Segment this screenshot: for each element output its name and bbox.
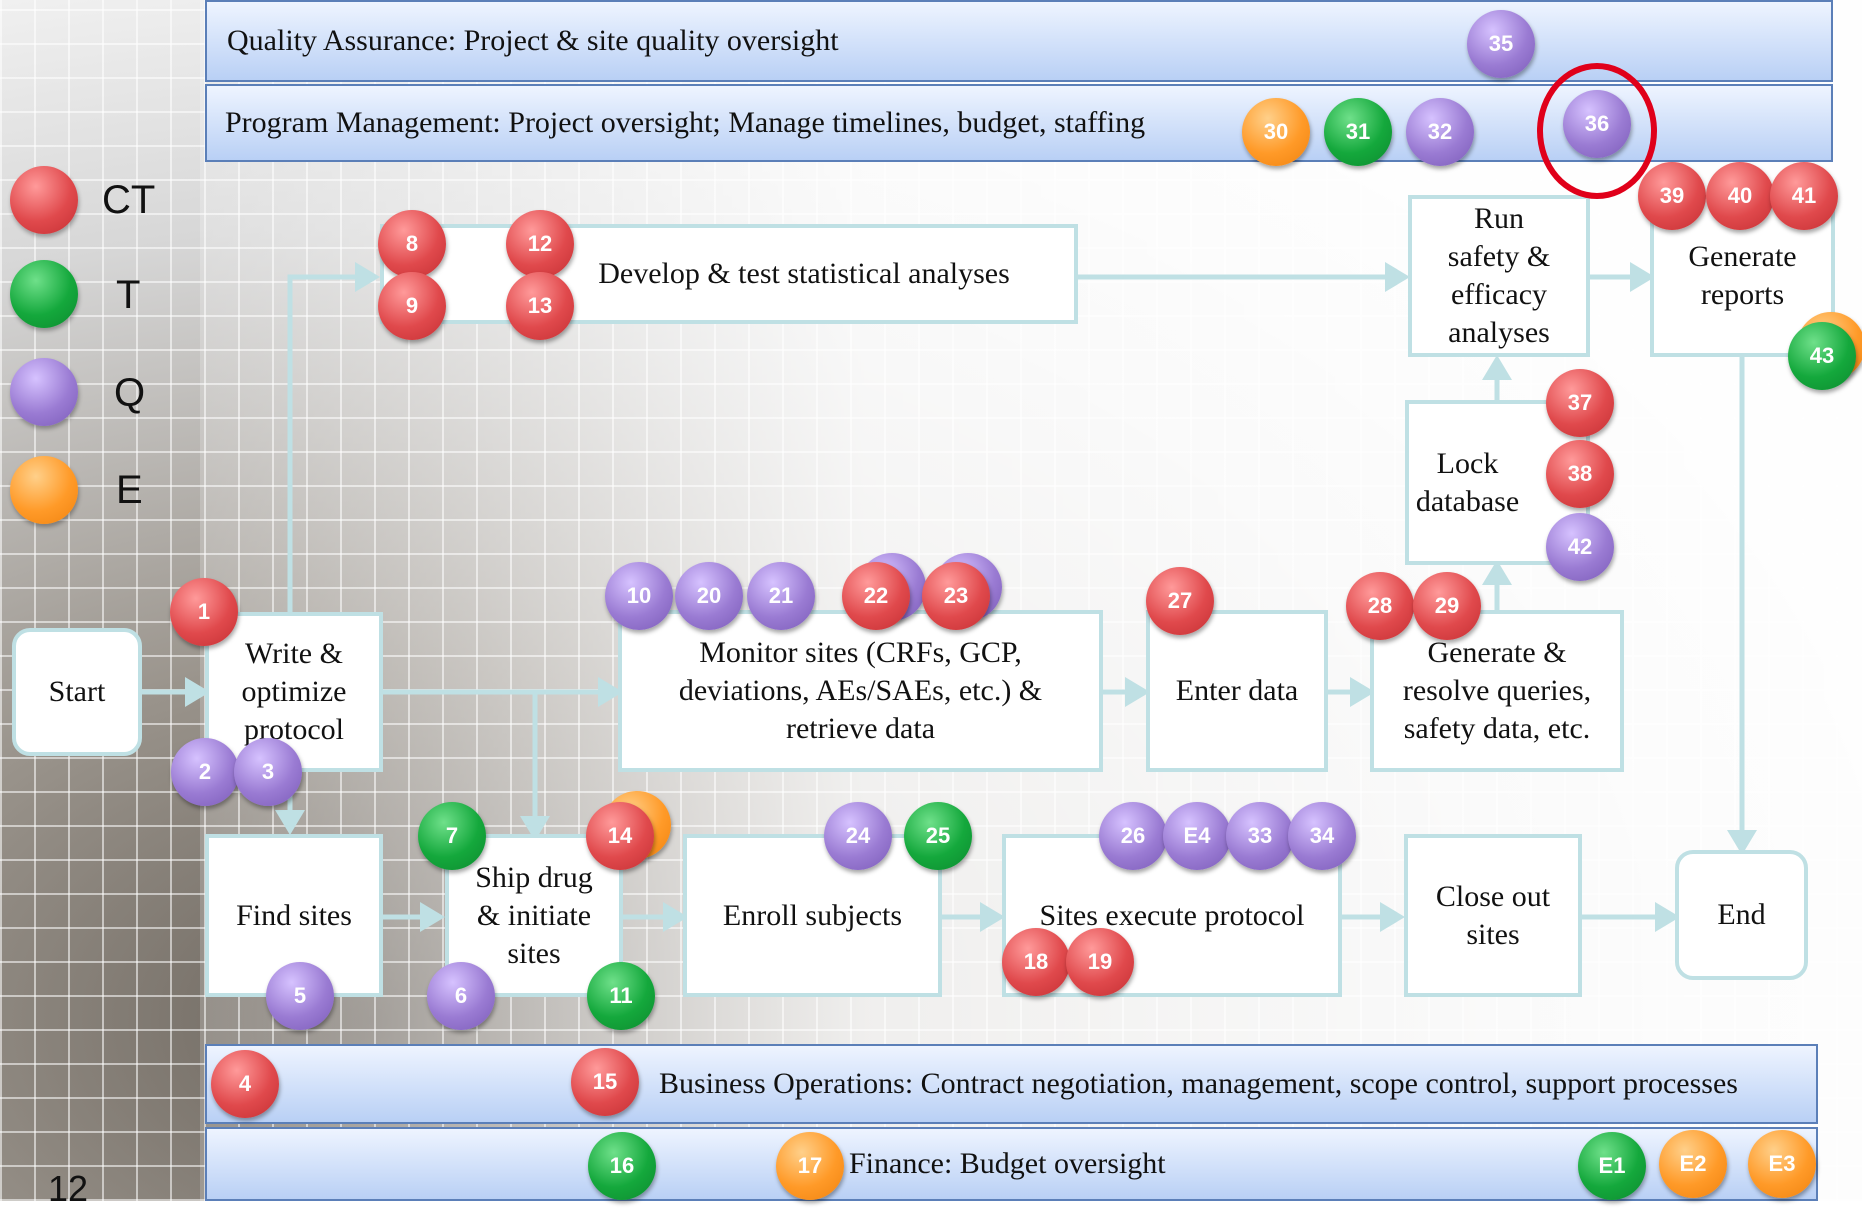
marker-31: 31 (1324, 98, 1392, 166)
marker-15: 15 (571, 1048, 639, 1116)
legend-e-swatch (10, 456, 78, 524)
marker-e1: E1 (1578, 1132, 1646, 1200)
monitor-sites-box: Monitor sites (CRFs, GCP, deviations, AE… (618, 610, 1103, 772)
marker-43: 43 (1788, 322, 1856, 390)
marker-1: 1 (170, 578, 238, 646)
bizops-label: Business Operations: Contract negotiatio… (659, 1067, 1738, 1100)
marker-e3: E3 (1748, 1130, 1816, 1198)
legend-q-label: Q (114, 371, 146, 415)
marker-37: 37 (1546, 369, 1614, 437)
find-label: Find sites (236, 898, 352, 932)
execute-label: Sites execute protocol (1039, 898, 1305, 932)
marker-14: 14 (586, 802, 654, 870)
marker-6: 6 (427, 962, 495, 1030)
marker-34: 34 (1288, 802, 1356, 870)
pm-label: Program Management: Project oversight; M… (225, 106, 1146, 139)
marker-17: 17 (776, 1132, 844, 1200)
resolve-queries-box: Generate & resolve queries, safety data,… (1370, 610, 1624, 772)
finance-band: Finance: Budget oversight (205, 1127, 1818, 1201)
enter-data-box: Enter data (1146, 610, 1328, 772)
queries-label: Generate & resolve queries, safety data,… (1402, 636, 1592, 745)
legend-q-swatch (10, 358, 78, 426)
marker-13: 13 (506, 272, 574, 340)
marker-24: 24 (824, 802, 892, 870)
marker-8: 8 (378, 210, 446, 278)
marker-20: 20 (675, 562, 743, 630)
quality-assurance-band: Quality Assurance: Project & site qualit… (205, 0, 1833, 82)
marker-16: 16 (588, 1132, 656, 1200)
marker-19: 19 (1066, 928, 1134, 996)
marker-12: 12 (506, 210, 574, 278)
marker-35: 35 (1467, 10, 1535, 78)
marker-10: 10 (605, 562, 673, 630)
marker-25: 25 (904, 802, 972, 870)
slide-number: 12 (48, 1168, 89, 1209)
arrow-write-stats (287, 262, 380, 612)
marker-9: 9 (378, 272, 446, 340)
marker-7: 7 (418, 802, 486, 870)
write-label: Write & optimize protocol (241, 637, 347, 746)
start-label: Start (48, 675, 106, 708)
marker-23: 23 (922, 562, 990, 630)
marker-e4: E4 (1163, 802, 1231, 870)
marker-21: 21 (747, 562, 815, 630)
ship-label: Ship drug & initiate sites (475, 860, 593, 970)
lock-label: Lock database (1415, 446, 1520, 518)
marker-26: 26 (1099, 802, 1167, 870)
qa-label: Quality Assurance: Project & site qualit… (227, 24, 839, 57)
statistical-analyses-box: Develop & test statistical analyses (380, 224, 1078, 324)
marker-32: 32 (1406, 98, 1474, 166)
marker-30: 30 (1242, 98, 1310, 166)
marker-e2: E2 (1659, 1130, 1727, 1198)
stats-label: Develop & test statistical analyses (598, 257, 1010, 290)
close-out-box: Close out sites (1404, 834, 1582, 997)
marker-28: 28 (1346, 572, 1414, 640)
end-label: End (1717, 898, 1766, 931)
finance-label: Finance: Budget oversight (849, 1147, 1166, 1180)
marker-41: 41 (1770, 162, 1838, 230)
legend-ct-label: CT (102, 178, 156, 222)
business-operations-band: Business Operations: Contract negotiatio… (205, 1044, 1818, 1124)
legend-t-swatch (10, 260, 78, 328)
enter-label: Enter data (1175, 674, 1299, 707)
highlight-circle (1537, 63, 1657, 199)
enroll-subjects-box: Enroll subjects (683, 834, 942, 997)
legend-e-label: E (116, 468, 143, 512)
marker-40: 40 (1706, 162, 1774, 230)
marker-4: 4 (211, 1050, 279, 1118)
marker-33: 33 (1226, 802, 1294, 870)
marker-18: 18 (1002, 928, 1070, 996)
marker-3: 3 (234, 738, 302, 806)
reports-label: Generate reports (1688, 240, 1797, 311)
run-label: Run safety & efficacy analyses (1447, 202, 1551, 349)
close-label: Close out sites (1435, 879, 1551, 951)
legend-ct-swatch (10, 166, 78, 234)
marker-38: 38 (1546, 440, 1614, 508)
run-analyses-box: Run safety & efficacy analyses (1408, 195, 1590, 357)
marker-22: 22 (842, 562, 910, 630)
marker-39: 39 (1638, 162, 1706, 230)
enroll-label: Enroll subjects (722, 898, 903, 932)
marker-42: 42 (1546, 513, 1614, 581)
end-node: End (1675, 850, 1808, 980)
marker-29: 29 (1413, 572, 1481, 640)
write-protocol-box: Write & optimize protocol (205, 612, 383, 772)
marker-5: 5 (266, 962, 334, 1030)
legend-t-label: T (116, 273, 141, 317)
start-node: Start (12, 628, 142, 756)
marker-2: 2 (171, 738, 239, 806)
monitor-label: Monitor sites (CRFs, GCP, deviations, AE… (678, 636, 1043, 745)
marker-11: 11 (587, 962, 655, 1030)
marker-27: 27 (1146, 567, 1214, 635)
